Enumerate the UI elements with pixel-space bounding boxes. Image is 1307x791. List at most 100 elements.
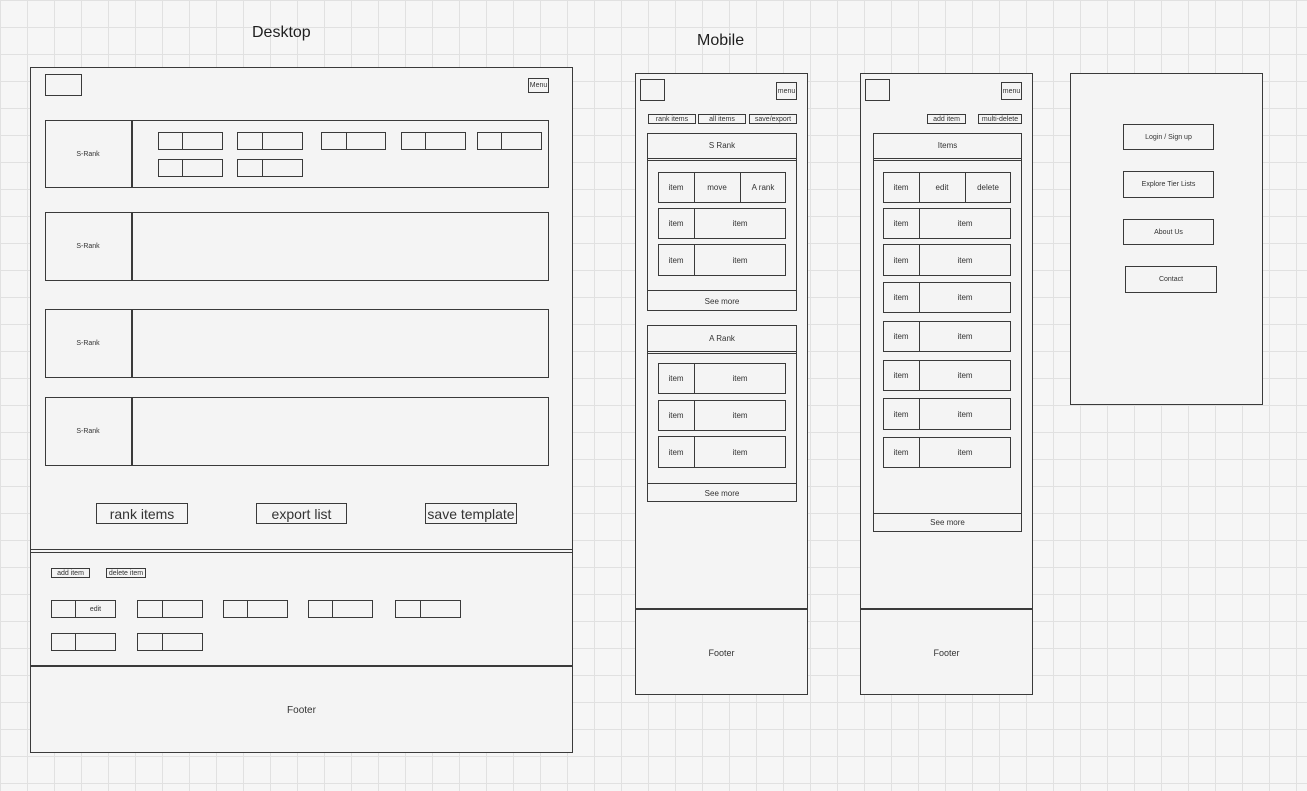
section-divider [30,549,573,550]
footer-divider [30,665,573,667]
row-item-label: item [957,448,973,457]
card-divider [647,483,797,484]
items-row[interactable] [883,398,1011,430]
row-item-label: item [668,374,684,383]
a-rank-row[interactable] [658,363,786,394]
a-rank-row[interactable] [658,400,786,431]
items-row[interactable] [883,321,1011,352]
delete-item-button[interactable]: delete item [106,568,146,578]
row-item-label: item [893,332,909,341]
s-rank-card [647,133,797,311]
row-item-label: item [732,374,748,383]
card-divider [647,290,797,291]
s-rank-see-more[interactable]: See more [704,296,740,306]
items-row[interactable] [883,208,1011,239]
card-divider [873,158,1022,159]
tier-row-2 [45,212,549,281]
s-rank-row-selected[interactable] [658,172,786,203]
mobile1-logo[interactable] [640,79,665,101]
tier-item[interactable] [158,132,223,150]
s-rank-row[interactable] [658,244,786,276]
menu-item-about[interactable]: About Us [1123,219,1214,245]
pool-item-divider [75,600,76,618]
add-item-button[interactable]: add item [51,568,90,578]
mobile1-menu-button[interactable]: menu [776,82,797,100]
items-row[interactable] [883,360,1011,391]
tier-item[interactable] [237,159,303,177]
desktop-menu-button[interactable]: Menu [528,78,549,93]
save-template-button[interactable]: save template [425,503,517,524]
row-divider [919,244,920,276]
tier-row-4 [45,397,549,466]
pool-item[interactable] [137,600,203,618]
desktop-logo[interactable] [45,74,82,96]
pool-item[interactable] [137,633,203,651]
tier-row-1-label: S-Rank [76,150,100,158]
tier-item[interactable] [401,132,466,150]
card-divider [647,351,797,352]
pool-item-divider [75,633,76,651]
tier-row-2-label: S-Rank [76,243,100,250]
tab-all-items[interactable]: all items [698,114,746,124]
mobile2-footer: Footer [933,647,960,658]
pool-item[interactable] [395,600,461,618]
tier-item[interactable] [477,132,542,150]
menu-item-explore[interactable]: Explore Tier Lists [1123,171,1214,198]
pool-item-edit-label[interactable]: edit [89,605,102,613]
menu-item-contact[interactable]: Contact [1125,266,1217,293]
desktop-frame [30,67,573,753]
row-item-label: item [893,219,909,228]
export-list-button[interactable]: export list [256,503,347,524]
row-item-label: item [668,219,684,228]
row-item-label: item [893,183,909,192]
mobile-frame-items [860,73,1033,695]
pool-item[interactable] [223,600,288,618]
rank-items-button[interactable]: rank items [96,503,188,524]
pool-item[interactable] [51,600,116,618]
row-divider [694,400,695,431]
mobile2-menu-button[interactable]: menu [1001,82,1022,100]
items-row-selected[interactable] [883,172,1011,203]
a-rank-row[interactable] [658,436,786,468]
edit-button[interactable]: edit [935,183,949,192]
row-item-label: item [957,255,973,265]
tier-row-1 [45,120,549,188]
a-rank-header: A Rank [709,333,735,343]
delete-button[interactable]: delete [977,183,999,192]
add-item-button[interactable]: add item [927,114,966,124]
pool-item-divider [247,600,248,618]
items-row[interactable] [883,282,1011,313]
multi-delete-button[interactable]: multi-delete [978,114,1022,124]
tier-item[interactable] [158,159,223,177]
s-rank-row[interactable] [658,208,786,239]
items-row[interactable] [883,244,1011,276]
items-row[interactable] [883,437,1011,468]
row-item-label: item [732,447,748,457]
tier-item-divider [182,132,183,150]
mobile2-logo[interactable] [865,79,890,101]
row-item-label: item [893,371,909,380]
row-item-label: item [893,293,909,302]
move-button[interactable]: move [707,183,727,192]
pool-item[interactable] [308,600,373,618]
menu-item-login[interactable]: Login / Sign up [1123,124,1214,150]
tab-rank-items[interactable]: rank items [648,114,696,124]
a-rank-see-more[interactable]: See more [704,488,740,498]
tier-item-divider [262,159,263,177]
tier-item[interactable] [237,132,303,150]
tier-item-divider [182,159,183,177]
pool-item-divider [332,600,333,618]
tier-item[interactable] [321,132,386,150]
tier-item-divider [262,132,263,150]
tier-row-3 [45,309,549,378]
items-see-more[interactable]: See more [930,518,965,527]
pool-item[interactable] [51,633,116,651]
row-item-label: item [957,371,973,380]
row-divider [694,172,695,203]
row-item-label: item [893,255,909,265]
mobile-frame-rank [635,73,808,695]
tab-save-export[interactable]: save/export [749,114,797,124]
pool-item-divider [420,600,421,618]
row-divider [694,363,695,394]
a-rank-target-button[interactable]: A rank [751,183,775,192]
